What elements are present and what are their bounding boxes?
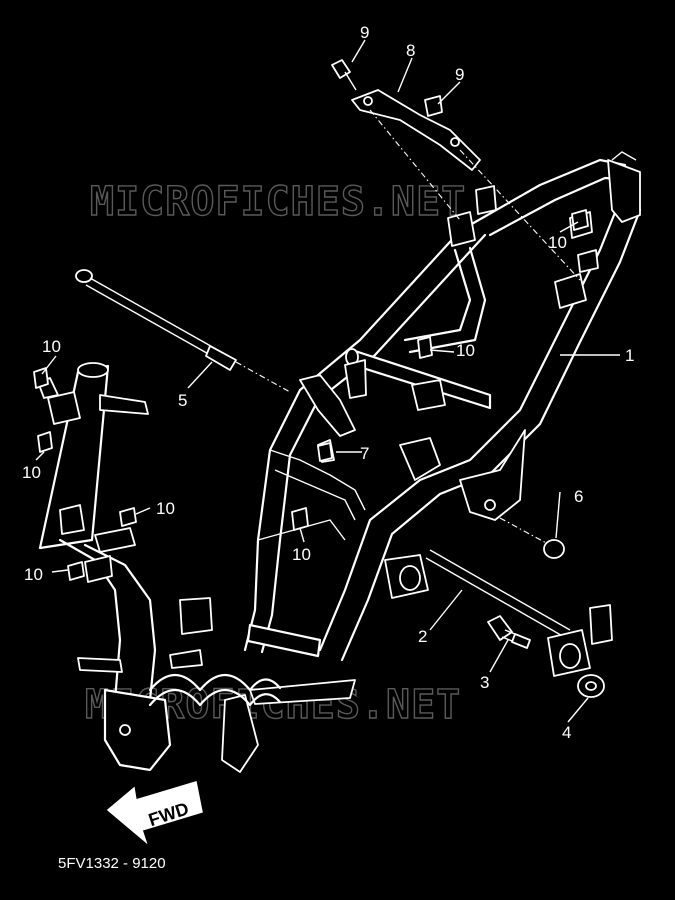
callout-9b: 9 (455, 65, 464, 84)
part-9-bolt-b (424, 95, 443, 117)
drawing-code: 5FV1332 - 9120 (58, 855, 166, 872)
callout-5: 5 (178, 391, 187, 410)
part-4-nut (577, 674, 605, 698)
watermark-top: MICROFICHES.NET (90, 179, 466, 225)
callout-2: 2 (418, 627, 427, 646)
callout-9a: 9 (360, 23, 369, 42)
leader-lines (35, 39, 620, 723)
callout-10-left-mid: 10 (22, 463, 41, 482)
callout-7: 7 (360, 444, 369, 463)
main-frame (243, 151, 642, 662)
part-9-bolt-a (331, 59, 357, 91)
callout-10-right: 10 (548, 233, 567, 252)
part-3-bolt (487, 615, 531, 649)
assembly-line-bracket-b (459, 149, 581, 281)
callout-10-left-low: 10 (24, 565, 43, 584)
callout-4: 4 (562, 723, 571, 742)
forward-direction-arrow: FWD (106, 781, 203, 845)
callout-10-center: 10 (292, 545, 311, 564)
part-10-clips (33, 209, 589, 581)
callout-1: 1 (625, 346, 634, 365)
callout-10-left-clamp: 10 (156, 499, 175, 518)
front-head-pipe-assembly (37, 362, 356, 773)
callout-10-left-top: 10 (42, 337, 61, 356)
callout-8: 8 (406, 41, 415, 60)
part-8-bracket (351, 89, 481, 171)
assembly-line-bracket-a (369, 109, 461, 221)
part-2-pivot-shaft (384, 549, 591, 677)
callout-3: 3 (480, 673, 489, 692)
part-5-bolt (75, 269, 291, 393)
part-6-nut (499, 517, 565, 559)
part-7-grommet (317, 442, 333, 462)
callout-6: 6 (574, 487, 583, 506)
callout-10-mid: 10 (456, 341, 475, 360)
